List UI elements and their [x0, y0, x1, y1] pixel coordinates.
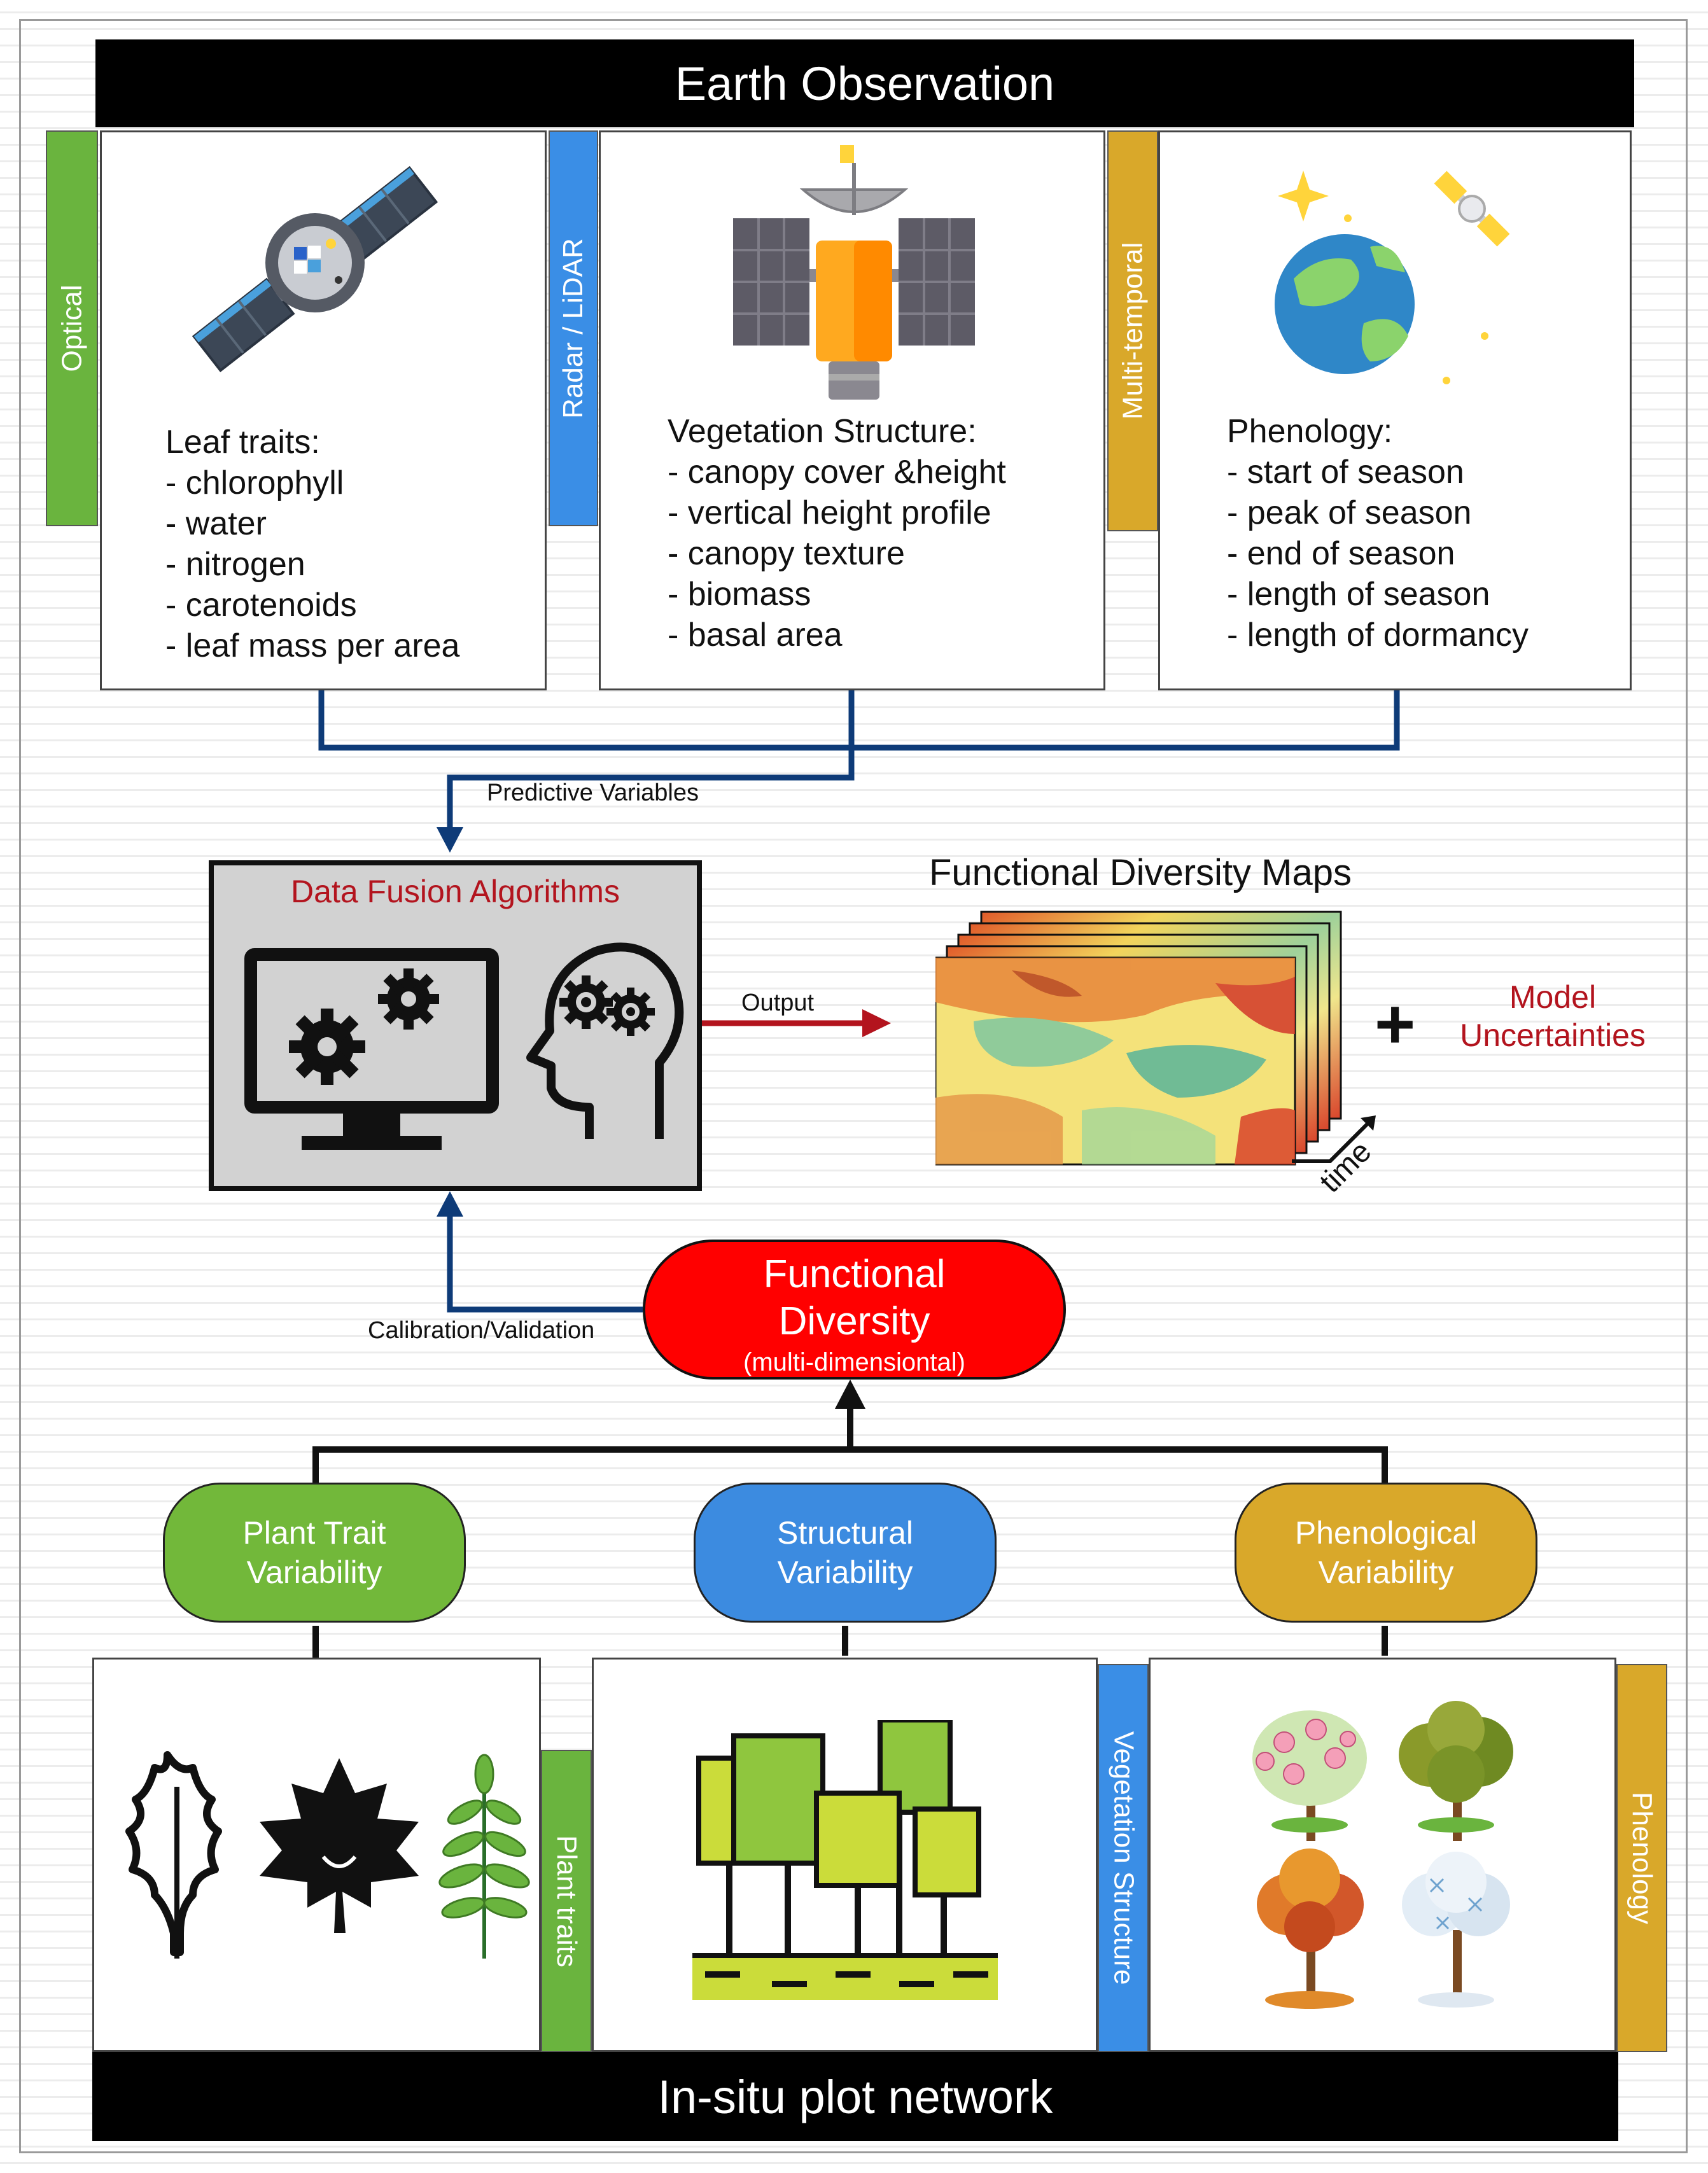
calibration-label: Calibration/Validation [368, 1317, 595, 1344]
earth-observation-banner: Earth Observation [95, 39, 1634, 127]
seasonal-trees-icon [1252, 1701, 1513, 2009]
list-item: - leaf mass per area [165, 627, 460, 664]
list-item: - carotenoids [165, 587, 357, 624]
fd-arrowhead [835, 1380, 865, 1409]
leaves-icon [125, 1751, 530, 1959]
computer-gears-icon [244, 948, 499, 1150]
eo-merge-line [318, 690, 1400, 751]
time-label: time [1313, 1135, 1378, 1193]
list-item: - biomass [668, 576, 811, 613]
list-item: - peak of season [1227, 494, 1472, 531]
list-item: - nitrogen [165, 546, 305, 583]
tab-plant-traits: Plant traits [541, 1750, 592, 2052]
list-item: - start of season [1227, 454, 1464, 491]
diversity-maps-stack: time [935, 911, 1378, 1193]
earth-observation-title: Earth Observation [675, 57, 1055, 110]
calibration-line [447, 1212, 643, 1313]
tab-optical: Optical [46, 130, 98, 526]
model-uncertainties-label: Model Uncertainties [1460, 979, 1646, 1053]
predictive-line [447, 690, 855, 839]
eo-panel-optical: Leaf traits: - chlorophyll - water - nit… [100, 130, 547, 690]
tab-radar-lidar: Radar / LiDAR [549, 130, 598, 526]
radar-satellite-icon [733, 145, 975, 400]
earth-orbit-icon [1275, 171, 1510, 384]
list-item: - length of dormancy [1227, 617, 1529, 653]
satellite-icon [192, 166, 438, 372]
calibration-arrowhead [437, 1191, 463, 1217]
eo-panel-radar: Vegetation Structure: - canopy cover &he… [599, 130, 1105, 690]
predictive-variables-label: Predictive Variables [487, 779, 699, 806]
vegetation-structure-heading: Vegetation Structure: [668, 413, 977, 450]
list-item: - basal area [668, 617, 843, 653]
tab-vegetation-structure: Vegetation Structure [1098, 1664, 1149, 2052]
functional-diversity-node: Functional Diversity (multi-dimensiontal… [643, 1240, 1066, 1380]
outer-frame [19, 19, 1688, 2153]
output-label: Output [741, 989, 815, 1016]
structural-variability-node: Structural Variability [694, 1483, 997, 1623]
leaf-traits-heading: Leaf traits: [165, 424, 320, 461]
data-fusion-box: Data Fusion Algorithms [209, 860, 702, 1191]
predictive-arrowhead [437, 827, 463, 853]
list-item: - canopy texture [668, 535, 905, 572]
forest-structure-icon [692, 1720, 998, 2000]
data-fusion-title: Data Fusion Algorithms [291, 874, 620, 909]
plus-sign: + [1375, 985, 1416, 1063]
phenology-heading: Phenology: [1227, 413, 1393, 450]
list-item: - water [165, 505, 267, 542]
list-item: - vertical height profile [668, 494, 991, 531]
plant-trait-variability-node: Plant Trait Variability [163, 1483, 466, 1623]
phenological-variability-node: Phenological Variability [1235, 1483, 1537, 1623]
list-item: - length of season [1227, 576, 1490, 613]
insitu-title: In-situ plot network [657, 2070, 1053, 2123]
tab-phenology: Phenology [1616, 1664, 1667, 2052]
variability-merge-line [312, 1446, 1388, 1483]
vegetation-structure-list: Vegetation Structure: - canopy cover &he… [668, 411, 1006, 655]
output-arrowhead [862, 1009, 891, 1037]
maps-title: Functional Diversity Maps [929, 852, 1352, 893]
eo-panel-multitemporal: Phenology: - start of season - peak of s… [1158, 130, 1632, 690]
list-item: - chlorophyll [165, 465, 344, 501]
phenology-list: Phenology: - start of season - peak of s… [1227, 411, 1529, 655]
list-item: - end of season [1227, 535, 1455, 572]
tab-multi-temporal: Multi-temporal [1107, 130, 1158, 531]
head-gears-icon [526, 942, 684, 1139]
insitu-banner: In-situ plot network [92, 2052, 1618, 2141]
leaf-traits-list: Leaf traits: - chlorophyll - water - nit… [165, 422, 459, 666]
insitu-panel-plant-traits [92, 1658, 541, 2052]
insitu-panel-vegetation-structure [592, 1658, 1098, 2052]
list-item: - canopy cover &height [668, 454, 1006, 491]
insitu-panel-phenology [1149, 1658, 1616, 2052]
